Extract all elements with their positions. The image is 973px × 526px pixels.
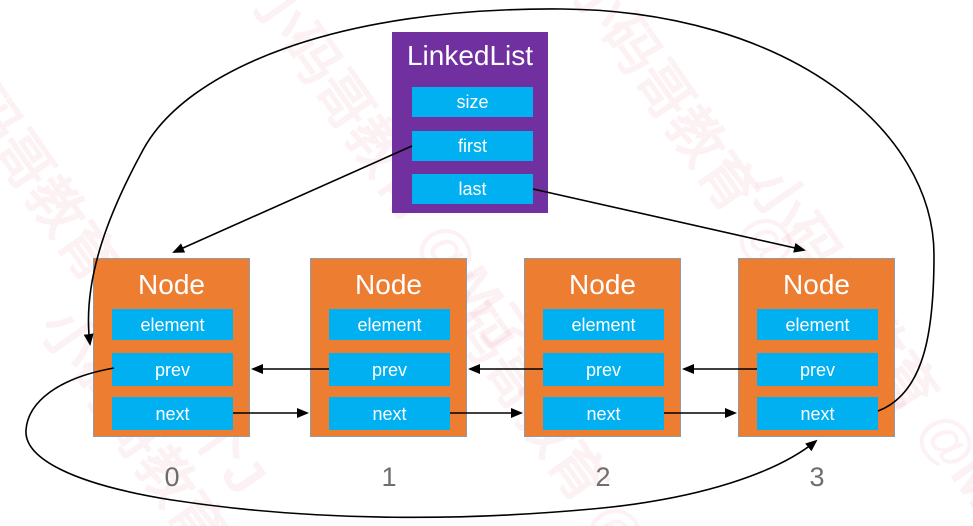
field-next: next (329, 397, 450, 430)
index-label-1: 1 (381, 462, 397, 492)
field-prev: prev (543, 353, 664, 386)
node-title: Node (355, 269, 422, 300)
field-last: last (412, 174, 533, 204)
node-title: Node (783, 269, 850, 300)
field-prev: prev (757, 353, 878, 386)
arrow-last-to-node3 (532, 188, 806, 253)
field-element: element (112, 309, 233, 340)
node-box-3: Node element prev next (738, 258, 895, 437)
field-element: element (543, 309, 664, 340)
index-label-0: 0 (164, 462, 180, 492)
node-box-0: Node element prev next (93, 258, 250, 437)
field-size: size (412, 87, 533, 117)
field-prev: prev (112, 353, 233, 386)
linkedlist-box: LinkedList size first last (392, 32, 548, 213)
arrow-first-to-node0 (172, 145, 413, 253)
node-box-2: Node element prev next (524, 258, 681, 437)
node-box-1: Node element prev next (310, 258, 467, 437)
field-next: next (112, 397, 233, 430)
field-next: next (757, 397, 878, 430)
field-element: element (757, 309, 878, 340)
field-prev: prev (329, 353, 450, 386)
linkedlist-title: LinkedList (406, 40, 534, 71)
field-first: first (412, 131, 533, 161)
node-title: Node (138, 269, 205, 300)
field-next: next (543, 397, 664, 430)
index-label-3: 3 (809, 462, 825, 492)
field-element: element (329, 309, 450, 340)
node-title: Node (569, 269, 636, 300)
index-label-2: 2 (595, 462, 611, 492)
